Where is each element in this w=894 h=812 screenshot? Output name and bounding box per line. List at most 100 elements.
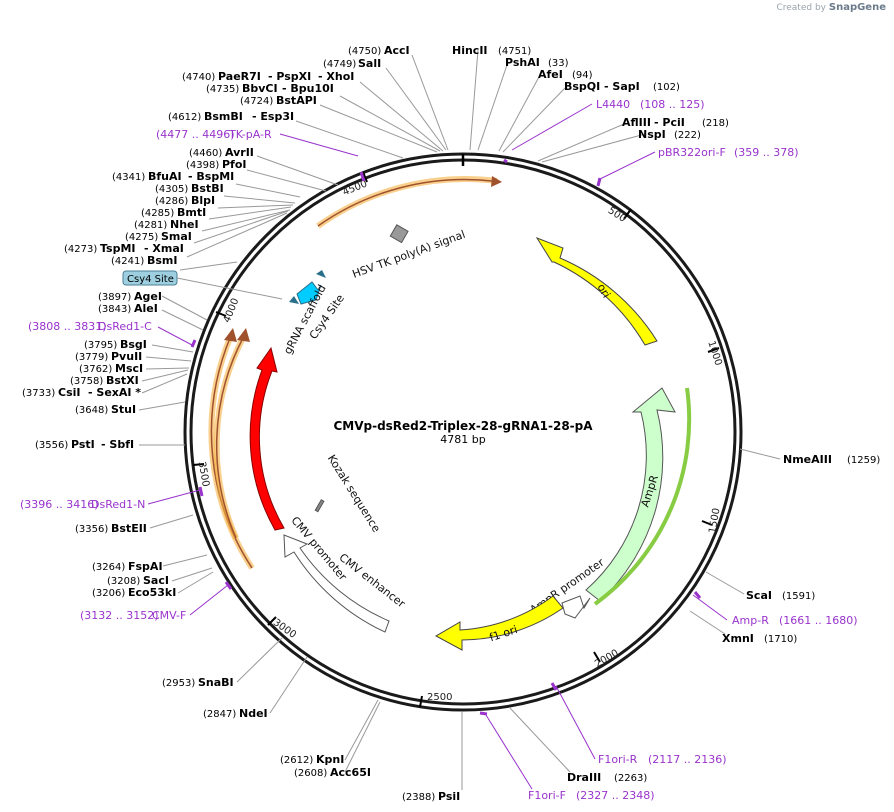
primers: L4440(108 .. 125) pBR322ori-F(359 .. 378… — [20, 98, 858, 802]
svg-text:DsRed1-C: DsRed1-C — [98, 320, 152, 333]
site-sali[interactable]: (4749)SalI — [323, 57, 381, 70]
site-tspmi[interactable]: (4273)TspMI- XmaI — [64, 242, 184, 255]
svg-text:(2612): (2612) — [280, 755, 313, 766]
primer-dsred1-n[interactable]: (3396 .. 3416)DsRed1-N — [20, 498, 145, 511]
svg-text:BspQI: BspQI — [564, 80, 600, 93]
svg-text:BstBI: BstBI — [191, 182, 224, 195]
svg-text:SacI: SacI — [143, 574, 169, 587]
site-scai[interactable]: ScaI(1591) — [746, 589, 815, 602]
site-bstxi[interactable]: (3758)BstXI — [70, 374, 139, 387]
site-afei[interactable]: AfeI(94) — [538, 68, 593, 81]
site-snabi[interactable]: (2953)SnaBI — [162, 676, 234, 689]
feature-cmv-enhancer-arrow[interactable] — [283, 534, 390, 633]
site-xmni[interactable]: XmnI(1710) — [722, 632, 797, 645]
feature-ori-arrow[interactable] — [535, 236, 658, 346]
primer-tk-pa-r[interactable]: (4477 .. 4496)TK-pA-R — [156, 128, 272, 141]
site-agei[interactable]: (3897)AgeI — [98, 290, 162, 303]
svg-text:BlpI: BlpI — [191, 194, 215, 207]
site-paer7i[interactable]: (4740)PaeR7I- PspXI- XhoI — [182, 70, 354, 83]
svg-text:- PciI: - PciI — [654, 116, 685, 129]
feature-ampr-promoter-arrow[interactable] — [561, 595, 591, 619]
site-avrii[interactable]: (4460)AvrII — [189, 146, 254, 159]
svg-text:(3208): (3208) — [107, 576, 140, 587]
svg-text:F1ori-F: F1ori-F — [528, 789, 566, 802]
site-csii[interactable]: (3733)CsiI- SexAI * — [22, 386, 141, 399]
svg-text:(2117 .. 2136): (2117 .. 2136) — [648, 753, 727, 766]
svg-text:(4398): (4398) — [186, 160, 219, 171]
primer-dsred1-c[interactable]: (3808 .. 3831)DsRed1-C — [28, 320, 152, 333]
site-psti[interactable]: (3556)PstI- SbfI — [35, 438, 134, 451]
svg-text:AfeI: AfeI — [538, 68, 563, 81]
site-saci[interactable]: (3208)SacI — [107, 574, 169, 587]
svg-text:- SapI: - SapI — [604, 80, 640, 93]
site-alei[interactable]: (3843)AleI — [98, 302, 158, 315]
site-kpni[interactable]: (2612)KpnI — [280, 753, 344, 766]
site-bsteii[interactable]: (3356)BstEII — [75, 522, 147, 535]
site-acci[interactable]: (4750)AccI — [348, 44, 410, 57]
feature-ampr-arrow[interactable] — [585, 387, 676, 602]
site-bbvci[interactable]: (4735)BbvCI- Bpu10I — [206, 82, 334, 95]
site-pvuii[interactable]: (3779)PvuII — [75, 350, 142, 363]
site-bsmbi[interactable]: (4612)BsmBI- Esp3I — [168, 110, 294, 123]
site-bsgi[interactable]: (3795)BsgI — [84, 338, 147, 351]
svg-text:Csy4 Site: Csy4 Site — [127, 274, 174, 285]
site-msci[interactable]: (3762)MscI — [79, 362, 143, 375]
svg-text:- XmaI: - XmaI — [144, 242, 184, 255]
site-fspai[interactable]: (3264)FspAI — [92, 560, 163, 573]
site-bmti[interactable]: (4285)BmtI — [141, 206, 206, 219]
tick-labels: 500 1000 1500 2000 2500 3000 3500 4000 4… — [196, 179, 724, 703]
feature-hsv-orf[interactable] — [316, 176, 502, 229]
svg-text:PstI: PstI — [71, 438, 95, 451]
feature-kozak-label: Kozak sequence — [325, 452, 383, 534]
feature-dsred2-arrow[interactable] — [249, 346, 285, 531]
svg-text:- SbfI: - SbfI — [101, 438, 134, 451]
svg-text:- PspXI: - PspXI — [268, 70, 311, 83]
primer-l4440[interactable]: L4440(108 .. 125) — [596, 98, 705, 111]
svg-text:(108 .. 125): (108 .. 125) — [640, 98, 705, 111]
site-stui[interactable]: (3648)StuI — [75, 403, 136, 416]
svg-text:(3762): (3762) — [79, 364, 112, 375]
site-bstapi[interactable]: (4724)BstAPI — [240, 94, 317, 107]
site-aflIII[interactable]: AflIII- PciI(218) — [622, 116, 729, 129]
site-bspqi[interactable]: BspQI- SapI(102) — [564, 80, 680, 93]
primer-f1ori-f[interactable]: F1ori-F(2327 .. 2348) — [528, 789, 655, 802]
svg-text:BfuAI: BfuAI — [148, 170, 182, 183]
svg-text:(2953): (2953) — [162, 678, 195, 689]
site-blpi[interactable]: (4286)BlpI — [155, 194, 215, 207]
feature-csy4-arrows[interactable] — [289, 270, 326, 305]
svg-text:(4749): (4749) — [323, 59, 356, 70]
site-nhei[interactable]: (4281)NheI — [134, 218, 199, 231]
svg-text:DraIII: DraIII — [567, 771, 601, 784]
site-pshai[interactable]: PshAI(33) — [505, 56, 569, 69]
svg-text:(4477 .. 4496): (4477 .. 4496) — [156, 128, 235, 141]
site-bsmi[interactable]: (4241)BsmI — [111, 254, 178, 267]
site-bfuai[interactable]: (4341)BfuAI- BspMI — [112, 170, 234, 183]
feature-f1ori-arrow[interactable] — [434, 595, 564, 651]
csy4-site-box[interactable]: Csy4 Site — [122, 270, 178, 286]
site-draiii[interactable]: DraIII(2263) — [567, 771, 647, 784]
site-smai[interactable]: (4275)SmaI — [125, 230, 192, 243]
svg-text:ScaI: ScaI — [746, 589, 772, 602]
site-nmeaiii[interactable]: NmeAIII(1259) — [783, 453, 880, 466]
svg-text:(1661 .. 1680): (1661 .. 1680) — [779, 614, 858, 627]
site-ndei[interactable]: (2847)NdeI — [203, 707, 268, 720]
svg-text:AgeI: AgeI — [134, 290, 162, 303]
primer-cmv-f[interactable]: (3132 .. 3152)CMV-F — [80, 609, 186, 622]
site-hincii[interactable]: HincII(4751) — [452, 44, 531, 57]
site-pfoi[interactable]: (4398)PfoI — [186, 158, 247, 171]
primer-pbr322ori-f[interactable]: pBR322ori-F(359 .. 378) — [658, 146, 799, 159]
site-psii[interactable]: (2388)PsiI — [402, 790, 460, 803]
svg-text:TspMI: TspMI — [100, 242, 136, 255]
site-bstbi[interactable]: (4305)BstBI — [155, 182, 224, 195]
svg-text:(222): (222) — [674, 130, 701, 141]
snapgene-credit: Created by SnapGene — [776, 2, 886, 13]
svg-text:PfoI: PfoI — [222, 158, 247, 171]
site-acc65i[interactable]: (2608)Acc65I — [294, 766, 371, 779]
svg-text:(4612): (4612) — [168, 112, 201, 123]
svg-text:(3733): (3733) — [22, 388, 55, 399]
site-eco53ki[interactable]: (3206)Eco53kI — [92, 586, 176, 599]
primer-amp-r[interactable]: Amp-R(1661 .. 1680) — [732, 614, 858, 627]
primer-f1ori-r[interactable]: F1ori-R(2117 .. 2136) — [598, 753, 727, 766]
site-nspi[interactable]: NspI(222) — [638, 128, 701, 141]
